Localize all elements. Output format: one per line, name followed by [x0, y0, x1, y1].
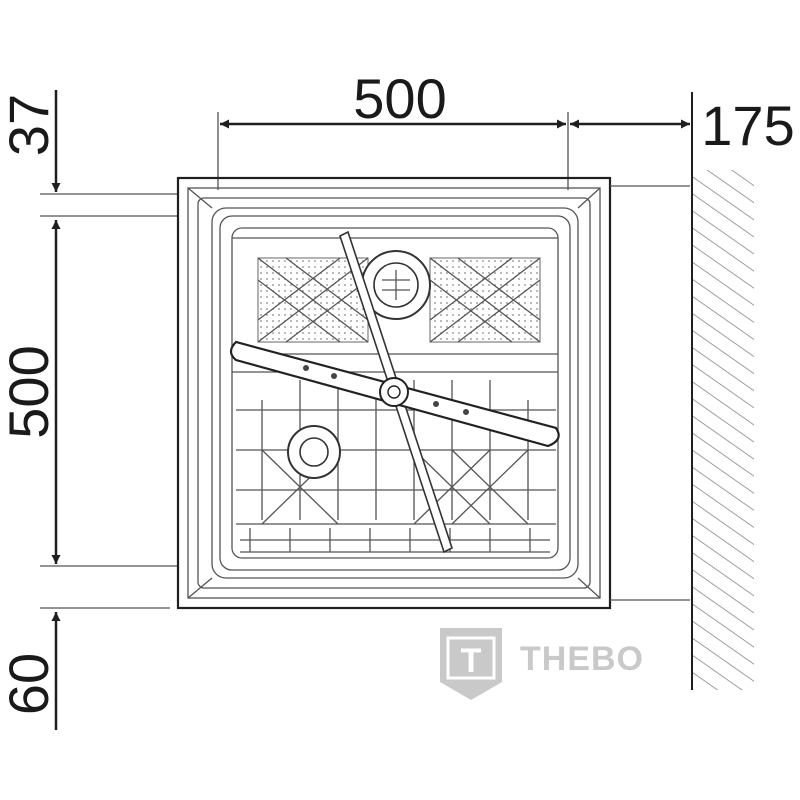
- dimension-height-label: 500: [0, 345, 60, 438]
- dimension-top-offset-label: 37: [0, 94, 60, 156]
- filter-unit: [361, 250, 431, 320]
- thebo-logo: T THEBO: [438, 626, 648, 702]
- basket: [231, 227, 559, 559]
- dimension-top-offset: [40, 90, 178, 217]
- dimension-height: [40, 220, 178, 567]
- thebo-wordmark: THEBO: [520, 640, 644, 678]
- dimension-bottom-offset-label: 60: [0, 653, 60, 715]
- dimension-bottom-offset: [40, 607, 170, 730]
- dimension-side-clearance-label: 175: [701, 94, 794, 157]
- lower-spray-arm: [229, 340, 560, 448]
- wall: [691, 92, 754, 690]
- dishwasher-body: [176, 176, 690, 610]
- rotating-nozzle: [287, 425, 341, 479]
- svg-text:T: T: [461, 642, 482, 680]
- thebo-logo-icon: T: [440, 628, 502, 700]
- dimension-width-label: 500: [353, 67, 446, 130]
